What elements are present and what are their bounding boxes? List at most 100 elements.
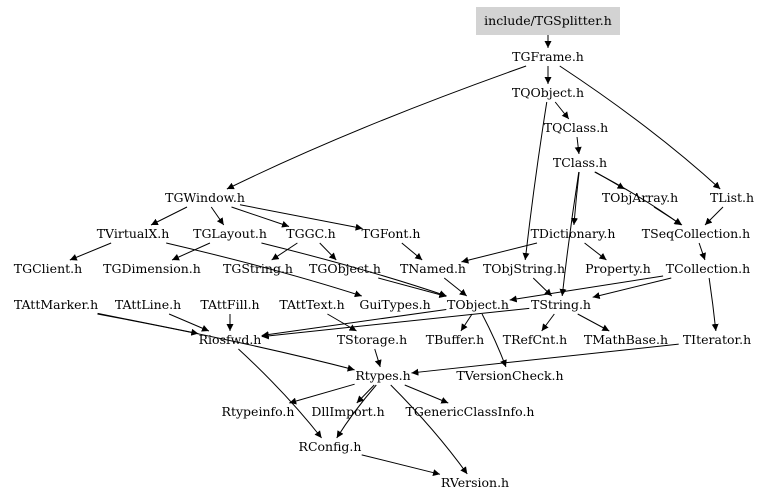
node-tgstring-h: TGString.h: [223, 261, 293, 276]
dependency-edge: [532, 277, 553, 297]
dependency-edge: [378, 277, 447, 298]
root-node-highlight: [476, 7, 620, 35]
node-label: TObjArray.h: [602, 190, 678, 205]
node-label: TGObject.h: [309, 261, 381, 276]
dependency-edge: [210, 206, 225, 226]
dependency-edge: [443, 277, 468, 297]
node-tqclass-h: TQClass.h: [544, 120, 608, 135]
dependency-edge: [592, 277, 672, 299]
node-label: TObject.h: [447, 297, 509, 312]
dependency-edge: [238, 348, 322, 439]
dependency-edges: [69, 29, 724, 477]
node-label: DllImport.h: [311, 404, 384, 419]
dependency-edge: [390, 384, 468, 475]
dependency-edge: [261, 242, 447, 298]
dependency-edge: [559, 171, 580, 297]
node-tobjarray-h: TObjArray.h: [602, 190, 678, 205]
dependency-edge: [509, 275, 664, 303]
dependency-edge: [461, 242, 538, 264]
node-tgobject-h: TGObject.h: [309, 261, 381, 276]
node-label: RConfig.h: [299, 439, 362, 454]
node-rversion-h: RVersion.h: [441, 475, 509, 490]
node-dllimport-h: DllImport.h: [311, 404, 384, 419]
dependency-edge: [327, 313, 357, 332]
node-tgdimension-h: TGDimension.h: [103, 261, 201, 276]
node-label: TGFont.h: [362, 226, 421, 241]
dependency-edge: [231, 206, 290, 228]
node-include-tgsplitter-h: include/TGSplitter.h: [476, 7, 620, 35]
node-label: TGClient.h: [14, 261, 82, 276]
dependency-edge: [554, 101, 570, 120]
header-nodes: include/TGSplitter.hTGFrame.hTQObject.hT…: [14, 7, 754, 490]
node-tobjstring-h: TObjString.h: [483, 261, 565, 276]
node-label: TAttLine.h: [115, 297, 181, 312]
node-tgenericclassinfo-h: TGenericClassInfo.h: [406, 404, 535, 419]
node-tmathbase-h: TMathBase.h: [584, 332, 668, 347]
dependency-edge: [261, 307, 530, 340]
node-label: include/TGSplitter.h: [484, 13, 612, 28]
node-tstring-h: TString.h: [531, 297, 591, 312]
dependency-edge: [460, 313, 473, 332]
node-label: TDictionary.h: [531, 226, 616, 241]
node-label: TQClass.h: [544, 120, 608, 135]
dependency-edge: [404, 384, 449, 404]
dependency-edge: [522, 101, 548, 261]
node-rtypes-h: Rtypes.h: [355, 368, 410, 383]
dependency-edge: [541, 313, 555, 332]
node-label: TAttFill.h: [200, 297, 259, 312]
node-tlist-h: TList.h: [710, 190, 754, 205]
node-tattmarker-h: TAttMarker.h: [14, 297, 98, 312]
dependency-edge: [653, 206, 683, 226]
dependency-edge: [166, 242, 362, 298]
node-tseqcollection-h: TSeqCollection.h: [642, 226, 750, 241]
node-label: TGWindow.h: [165, 190, 245, 205]
node-label: TGDimension.h: [103, 261, 201, 276]
node-rtypeinfo-h: Rtypeinfo.h: [222, 404, 295, 419]
node-tattfill-h: TAttFill.h: [200, 297, 259, 312]
dependency-edge: [411, 343, 679, 376]
dependency-edge: [171, 242, 211, 261]
node-riosfwd-h: Riosfwd.h: [199, 332, 262, 347]
node-label: TVirtualX.h: [97, 226, 170, 241]
node-property-h: Property.h: [585, 261, 651, 276]
dependency-edge: [289, 383, 355, 405]
node-guitypes-h: GuiTypes.h: [359, 297, 430, 312]
node-label: TCollection.h: [666, 261, 750, 276]
dependency-edge: [336, 384, 377, 439]
node-label: Rtypes.h: [355, 368, 410, 383]
node-tversioncheck-h: TVersionCheck.h: [456, 368, 563, 383]
node-label: Rtypeinfo.h: [222, 404, 295, 419]
node-tbuffer-h: TBuffer.h: [426, 332, 484, 347]
dependency-edge: [168, 313, 210, 332]
dependency-edge: [319, 242, 337, 261]
node-tqobject-h: TQObject.h: [512, 85, 584, 100]
node-titerator-h: TIterator.h: [683, 332, 751, 347]
node-tgfont-h: TGFont.h: [362, 226, 421, 241]
node-label: TMathBase.h: [584, 332, 668, 347]
node-tcollection-h: TCollection.h: [666, 261, 750, 276]
dependency-edge: [239, 204, 363, 231]
node-trefcnt-h: TRefCnt.h: [503, 332, 567, 347]
node-label: TBuffer.h: [426, 332, 484, 347]
dependency-edge: [356, 384, 375, 404]
dependency-edge: [226, 65, 527, 190]
node-tattline-h: TAttLine.h: [115, 297, 181, 312]
node-tobject-h: TObject.h: [447, 297, 509, 312]
node-tgframe-h: TGFrame.h: [512, 49, 584, 64]
dependency-edge: [704, 206, 724, 226]
node-tgclient-h: TGClient.h: [14, 261, 82, 276]
dependency-edge: [97, 313, 355, 372]
dependency-edge: [708, 277, 719, 332]
node-label: TClass.h: [553, 155, 607, 170]
node-tggc-h: TGGC.h: [286, 226, 335, 241]
node-tnamed-h: TNamed.h: [400, 261, 466, 276]
node-label: RVersion.h: [441, 475, 509, 490]
dependency-edge: [584, 242, 607, 261]
node-label: TGenericClassInfo.h: [406, 404, 535, 419]
node-label: TString.h: [531, 297, 591, 312]
node-tglayout-h: TGLayout.h: [193, 226, 267, 241]
node-label: TStorage.h: [337, 332, 407, 347]
node-rconfig-h: RConfig.h: [299, 439, 362, 454]
dependency-edge: [69, 242, 112, 261]
